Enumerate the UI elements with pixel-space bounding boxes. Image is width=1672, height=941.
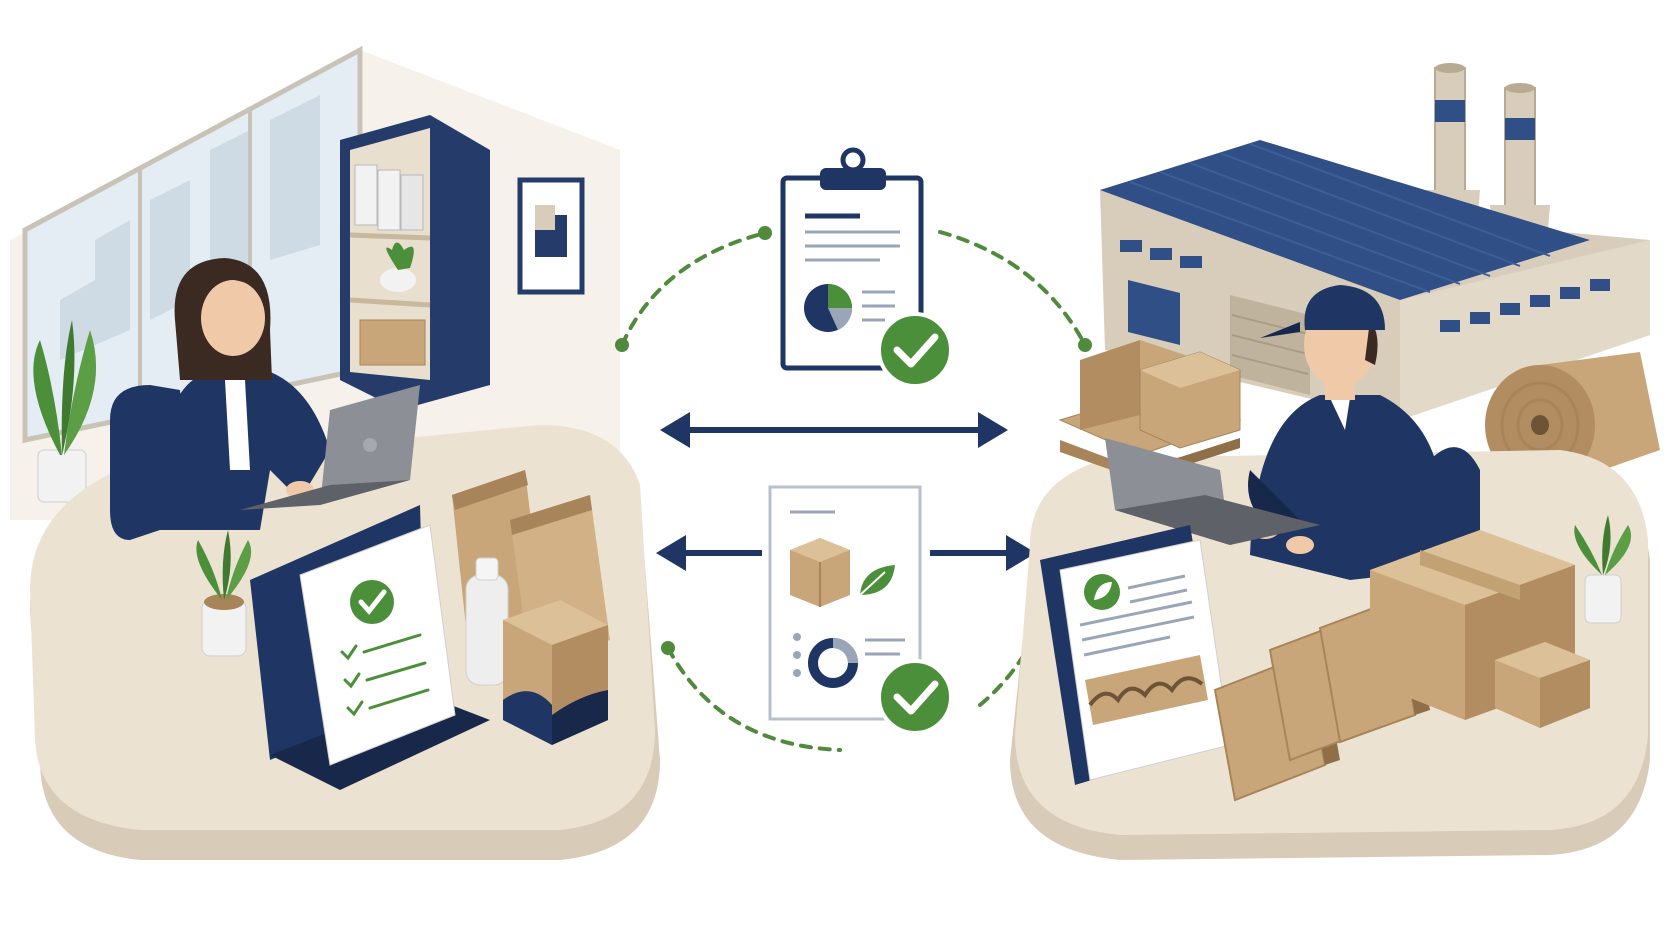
dashed-arc-bottom-right [978,643,1032,707]
check-icon [350,580,394,624]
factory-desk-plant [1574,515,1632,624]
check-icon [877,659,953,735]
dashed-arc-top-left [620,231,767,347]
factory-worker [1248,285,1440,580]
desk-plant [196,530,252,657]
factory-laptop [1105,438,1320,545]
arrow-right-icon [930,535,1036,571]
exchange-flow [615,147,1092,752]
office-laptop [240,385,420,510]
eco-product-spec-icon [768,485,922,721]
compliance-binder [250,505,490,790]
bookshelf [340,115,490,410]
factory-scene [1010,63,1660,860]
wall-picture [517,177,585,295]
packaging-samples [452,470,610,745]
factory-chair [1430,447,1480,560]
material-spec-binder [1040,525,1231,785]
floor-plant [33,320,97,503]
office-window [22,45,363,444]
clipboard-report-icon [780,147,924,371]
arrow-left-icon [656,535,762,571]
dashed-arc-top-right [938,230,1087,347]
office-scene [10,45,660,860]
dashed-arc-bottom-left [666,646,842,752]
double-arrow-icon [660,412,1008,448]
check-icon [877,312,953,388]
shipping-boxes [1370,530,1590,728]
office-worker [150,258,330,530]
